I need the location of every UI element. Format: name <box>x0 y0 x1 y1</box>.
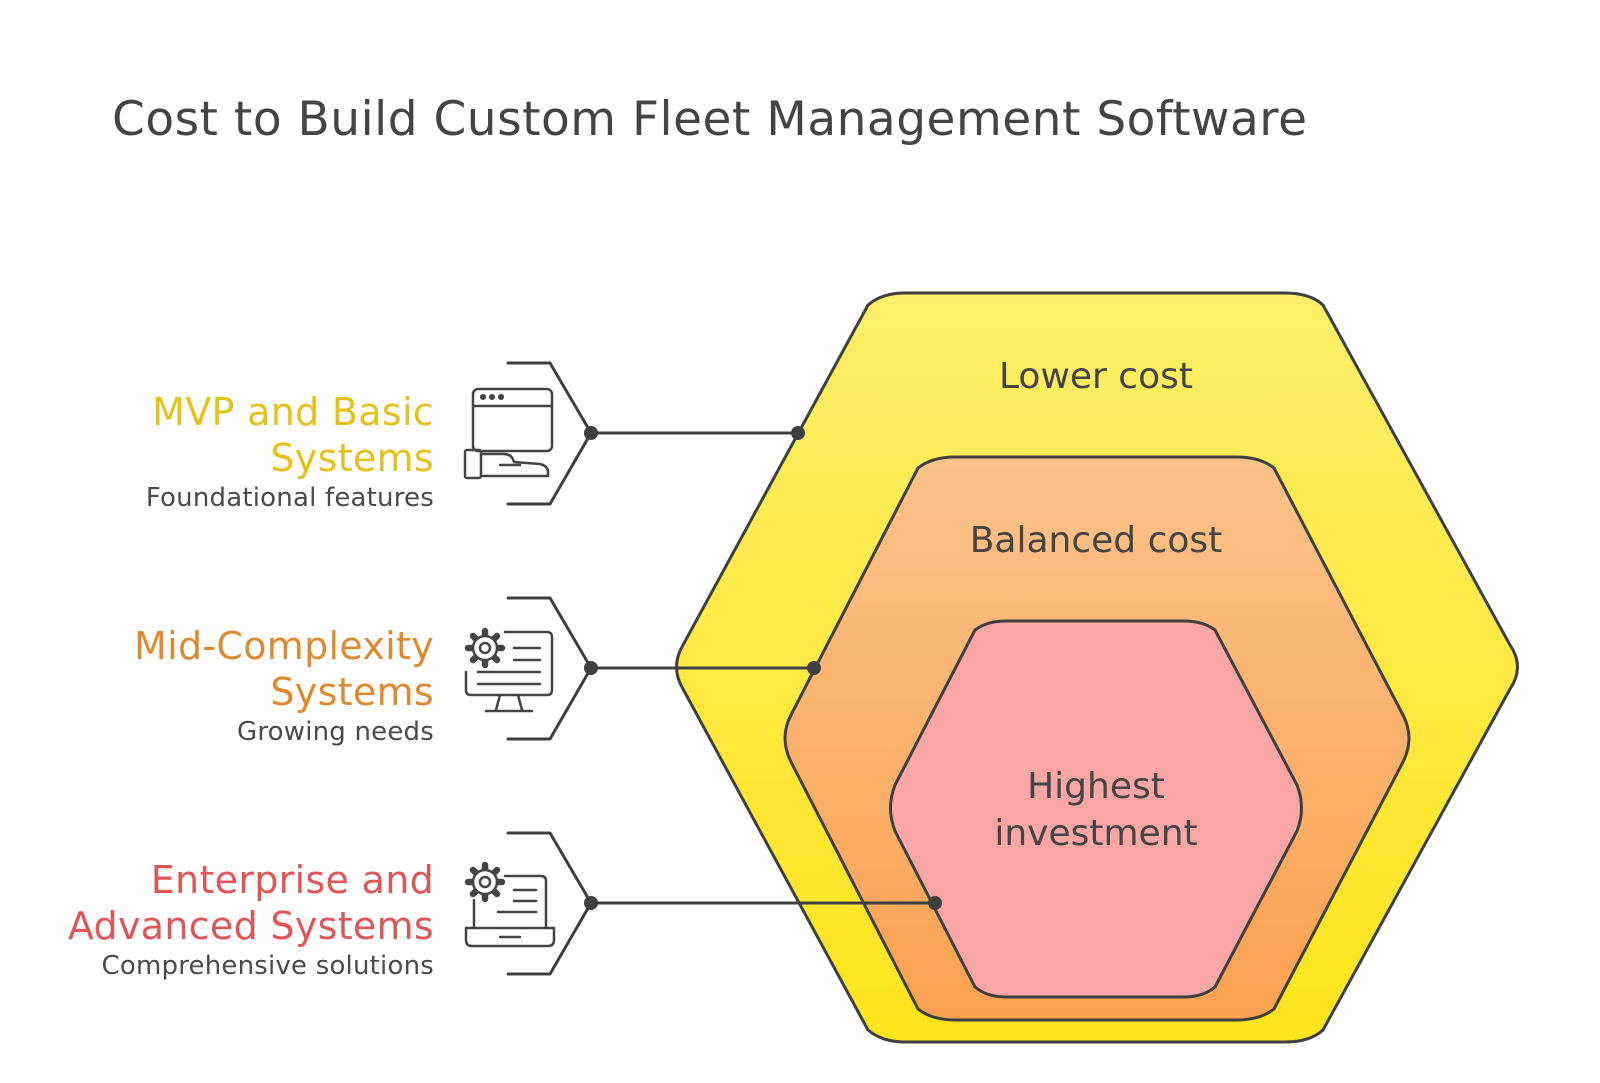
page-title: Cost to Build Custom Fleet Management So… <box>112 92 1308 147</box>
item-enterprise: Enterprise and Advanced Systems Comprehe… <box>68 857 434 983</box>
inner-layer-label-line2: investment <box>994 813 1197 854</box>
bracket-mid <box>506 596 593 741</box>
browser-hand-icon <box>463 387 554 480</box>
mid-title-line1: Mid-Complexity <box>134 624 434 668</box>
laptop-gear-icon <box>464 861 556 948</box>
ent-title-line2: Advanced Systems <box>67 904 434 948</box>
middle-layer-label: Balanced cost <box>970 520 1223 561</box>
mid-description: Growing needs <box>236 717 434 747</box>
mvp-title-line1: MVP and Basic <box>152 390 434 434</box>
mvp-description: Foundational features <box>145 483 434 513</box>
ent-title-line1: Enterprise and <box>150 858 434 902</box>
connector-dot <box>791 426 805 440</box>
connector-dot <box>584 426 598 440</box>
outer-layer-label: Lower cost <box>999 356 1193 397</box>
connector-dot <box>584 661 598 675</box>
inner-hexagon <box>889 619 1303 999</box>
connector-dot <box>584 896 598 910</box>
bracket-mvp <box>506 361 593 506</box>
mid-title-line2: Systems <box>270 670 434 714</box>
monitor-gear-icon <box>464 627 554 713</box>
mvp-title-line2: Systems <box>270 436 434 480</box>
item-mvp: MVP and Basic Systems Foundational featu… <box>146 389 434 515</box>
connector-dot <box>807 661 821 675</box>
connector-dot <box>928 896 942 910</box>
ent-description: Comprehensive solutions <box>101 951 434 981</box>
bracket-ent <box>506 831 593 976</box>
inner-layer-label-line1: Highest <box>1027 766 1165 807</box>
item-mid-complexity: Mid-Complexity Systems Growing needs <box>134 623 434 749</box>
